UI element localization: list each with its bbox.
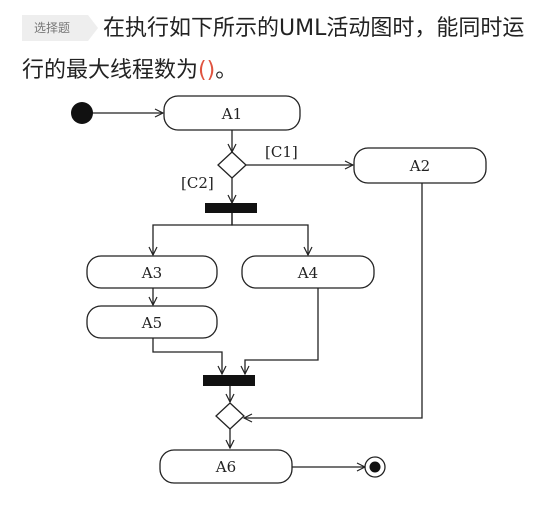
activity-a5-label: A5 xyxy=(141,314,162,332)
activity-a6-box xyxy=(159,449,293,484)
flow-fork-a4 xyxy=(231,213,308,255)
uml-activity-diagram: A1 A2 A3 A4 A5 A6 [C1] [C2] xyxy=(60,90,525,500)
activity-a1-label: A1 xyxy=(221,105,242,123)
merge-node xyxy=(215,402,245,430)
answer-paren-open: ( xyxy=(198,58,207,83)
join-bar xyxy=(203,375,255,386)
flow-a5-join xyxy=(152,338,222,374)
activity-a2-box xyxy=(353,147,487,184)
activity-a4-label: A4 xyxy=(297,264,318,282)
activity-a6-label: A6 xyxy=(215,458,236,476)
guard-c1-label: [C1] xyxy=(265,143,298,161)
flow-a2-merge xyxy=(244,183,423,418)
fork-bar xyxy=(205,203,257,213)
initial-node xyxy=(71,102,93,124)
flow-a4-join xyxy=(245,288,319,374)
activity-a5-box xyxy=(86,305,218,339)
activity-a3-label: A3 xyxy=(141,264,162,282)
question-text: 选择题 在执行如下所示的UML活动图时，能同时运行的最大线程数为()。 xyxy=(22,8,532,92)
question-end: 。 xyxy=(215,58,238,83)
flow-fork-a3 xyxy=(153,213,233,255)
activity-a4-box xyxy=(241,255,375,289)
question-type-tag: 选择题 xyxy=(22,15,99,41)
activity-a1-box xyxy=(163,95,301,131)
final-node-dot xyxy=(369,461,381,473)
answer-paren-close: ) xyxy=(206,58,216,83)
question-body: 在执行如下所示的UML活动图时，能同时运行的最大线程数为 xyxy=(22,16,525,83)
activity-a2-label: A2 xyxy=(409,157,430,175)
guard-c2-label: [C2] xyxy=(181,174,214,192)
decision-node xyxy=(217,151,247,179)
activity-a3-box xyxy=(86,255,218,289)
